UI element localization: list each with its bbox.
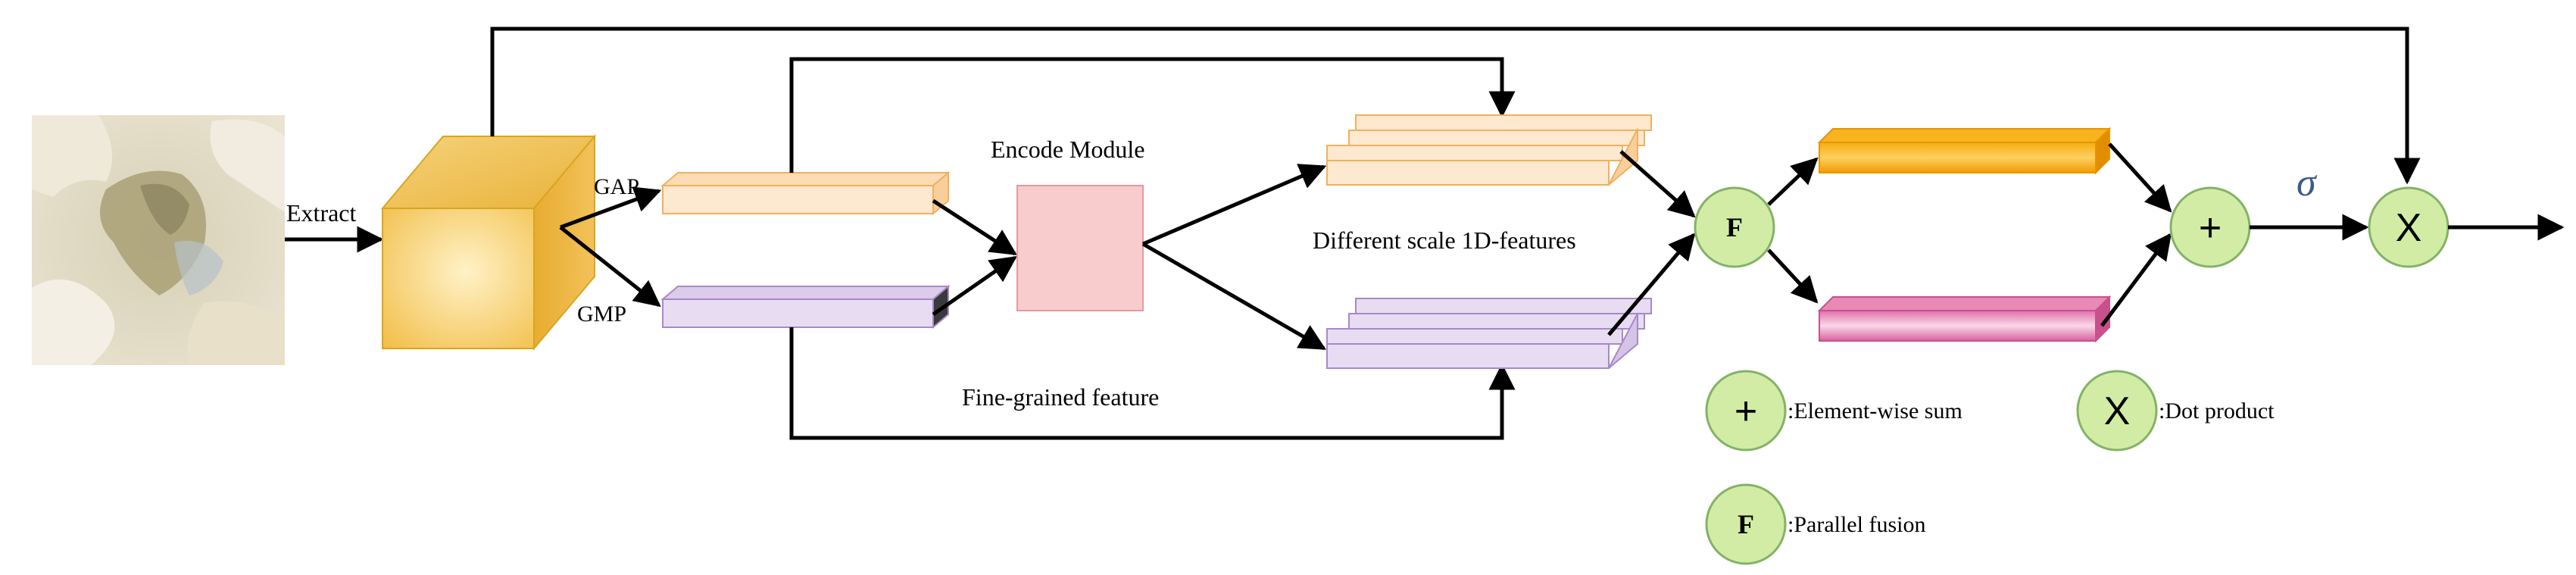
legend-dot-label: :Dot product <box>2159 398 2275 423</box>
upper-to-fusion-arrow <box>1619 150 1696 218</box>
cube-to-gmp-arrow <box>559 226 661 308</box>
gmp-skip-connection <box>789 327 1516 440</box>
lower-multiscale-features <box>1326 298 1652 369</box>
encode-to-upper-arrow <box>1142 164 1327 246</box>
pink-to-sum-arrow <box>2100 233 2172 327</box>
skip-connection-to-dot <box>490 27 2421 185</box>
legend-dot-product: X :Dot product <box>2076 370 2275 452</box>
encode-module <box>1016 185 1144 311</box>
cube-to-gap-arrow <box>560 186 662 230</box>
sum-operator-symbol: + <box>2199 206 2222 250</box>
legend-parallel-fusion: F :Parallel fusion <box>1705 483 1925 565</box>
legend-sum: + :Element-wise sum <box>1705 370 1962 452</box>
legend-fusion-label: :Parallel fusion <box>1788 512 1925 537</box>
fine-grained-label: Fine-grained feature <box>962 383 1159 411</box>
different-scale-label: Different scale 1D-features <box>1313 227 1576 254</box>
legend-fusion-symbol: F <box>1738 509 1754 539</box>
legend-sum-label: :Element-wise sum <box>1788 398 1962 423</box>
fusion-to-orange-arrow <box>1767 157 1819 206</box>
gmp-to-encode-arrow <box>932 255 1017 317</box>
lower-to-fusion-arrow <box>1607 233 1696 336</box>
orange-fused-bar <box>1817 127 2112 175</box>
gmp-feature-bar <box>660 284 951 330</box>
encode-to-lower-arrow <box>1141 242 1327 351</box>
extract-label: Extract <box>286 199 357 227</box>
fusion-to-pink-arrow <box>1767 248 1819 304</box>
dot-product-operator: X <box>2368 186 2450 268</box>
gap-feature-bar <box>660 170 951 216</box>
gap-label: GAP <box>594 174 639 199</box>
orange-to-sum-arrow <box>2108 142 2172 213</box>
dot-operator-symbol: X <box>2396 206 2422 250</box>
sigma-label: σ <box>2297 161 2318 205</box>
feature-cube <box>380 134 597 351</box>
fusion-operator: F <box>1694 186 1775 268</box>
input-image <box>32 115 285 365</box>
gmp-label: GMP <box>577 302 626 327</box>
fusion-operator-symbol: F <box>1726 212 1743 242</box>
sum-operator: + <box>2169 186 2251 268</box>
encode-module-title: Encode Module <box>991 136 1145 163</box>
gap-skip-connection <box>789 57 1516 173</box>
upper-multiscale-features <box>1326 114 1652 186</box>
gap-to-encode-arrow <box>932 198 1017 256</box>
legend-sum-symbol: + <box>1735 389 1757 433</box>
legend-dot-symbol: X <box>2104 389 2131 433</box>
pink-fused-bar <box>1817 295 2112 343</box>
